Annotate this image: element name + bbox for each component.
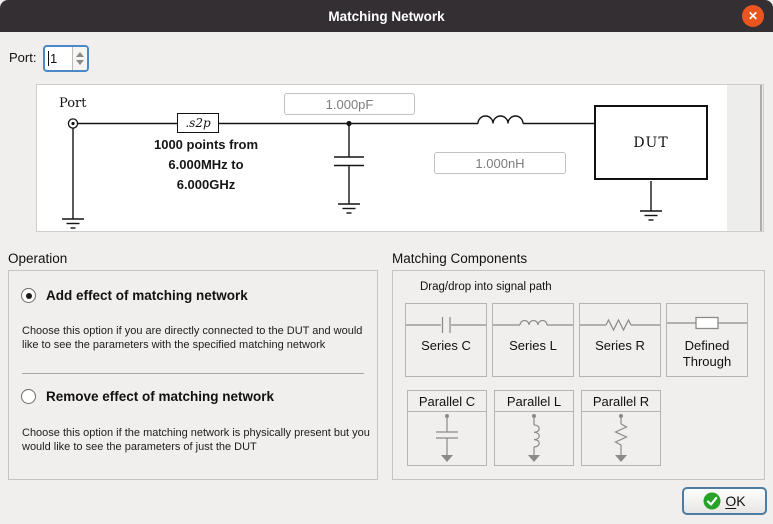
series-resistor-icon bbox=[580, 318, 660, 332]
spin-up-icon[interactable] bbox=[76, 52, 84, 57]
ok-label: OK bbox=[725, 493, 746, 509]
radio-remove-effect[interactable] bbox=[21, 389, 36, 404]
ok-check-icon bbox=[703, 492, 721, 510]
parallel-r-card[interactable]: Parallel R bbox=[581, 390, 661, 466]
capacitor-ground-icon bbox=[338, 203, 360, 214]
port-label: Port: bbox=[9, 50, 37, 65]
close-icon: ✕ bbox=[747, 9, 759, 23]
radio-add-effect-label[interactable]: Add effect of matching network bbox=[46, 288, 248, 303]
series-r-card[interactable]: Series R bbox=[579, 303, 661, 377]
operation-groupbox bbox=[8, 270, 378, 480]
series-l-card[interactable]: Series L bbox=[492, 303, 574, 377]
add-effect-description: Choose this option if you are directly c… bbox=[22, 325, 363, 351]
dut-block: DUT bbox=[594, 105, 708, 180]
circuit-wiring bbox=[62, 115, 662, 229]
s2p-block: .s2p bbox=[177, 113, 219, 133]
shunt-capacitor-icon bbox=[334, 156, 364, 167]
dut-ground-icon bbox=[640, 210, 662, 221]
radio-add-effect[interactable] bbox=[21, 288, 36, 303]
radio-remove-effect-label[interactable]: Remove effect of matching network bbox=[46, 389, 275, 404]
circuit-port-label: Port bbox=[59, 96, 87, 111]
defined-through-icon bbox=[667, 316, 747, 330]
s2p-label: .s2p bbox=[185, 116, 211, 130]
port-spin-buttons[interactable] bbox=[72, 47, 87, 70]
ok-button[interactable]: OK bbox=[682, 487, 767, 515]
port-input[interactable]: 1 bbox=[45, 47, 72, 70]
dut-label: DUT bbox=[633, 134, 669, 151]
operation-heading: Operation bbox=[8, 251, 68, 266]
close-button[interactable]: ✕ bbox=[742, 5, 764, 27]
circuit-panel: Port .s2p 1000 points from 6.000MHz to 6… bbox=[36, 84, 764, 232]
scrollbar[interactable] bbox=[760, 85, 762, 231]
operation-separator bbox=[22, 373, 364, 374]
parallel-c-card[interactable]: Parallel C bbox=[407, 390, 487, 466]
series-inductor-icon bbox=[477, 115, 524, 124]
parallel-l-card[interactable]: Parallel L bbox=[494, 390, 574, 466]
drag-drop-hint: Drag/drop into signal path bbox=[420, 281, 552, 293]
series-inductor-icon bbox=[493, 319, 573, 326]
series-ind-value-field[interactable]: 1.000nH bbox=[434, 152, 566, 174]
series-c-card[interactable]: Series C bbox=[405, 303, 487, 377]
port-spinner[interactable]: 1 bbox=[43, 45, 89, 72]
shunt-cap-value-field[interactable]: 1.000pF bbox=[284, 93, 415, 115]
defined-through-card[interactable]: Defined Through bbox=[666, 303, 748, 377]
port-ground-icon bbox=[62, 218, 84, 229]
matching-components-heading: Matching Components bbox=[392, 251, 528, 266]
text-caret bbox=[48, 51, 49, 66]
parallel-capacitor-icon bbox=[436, 414, 458, 462]
port-connector-icon bbox=[67, 118, 79, 129]
parallel-inductor-icon bbox=[528, 414, 540, 462]
titlebar[interactable]: Matching Network ✕ bbox=[0, 0, 773, 32]
port-value: 1 bbox=[50, 51, 58, 66]
parallel-resistor-icon bbox=[614, 414, 628, 462]
remove-effect-description: Choose this option if the matching netwo… bbox=[22, 427, 370, 453]
sweep-info-text: 1000 points from 6.000MHz to 6.000GHz bbox=[153, 137, 259, 192]
window-title: Matching Network bbox=[328, 8, 445, 24]
spin-down-icon[interactable] bbox=[76, 60, 84, 65]
matching-components-groupbox bbox=[392, 270, 765, 480]
series-capacitor-icon bbox=[406, 317, 486, 333]
